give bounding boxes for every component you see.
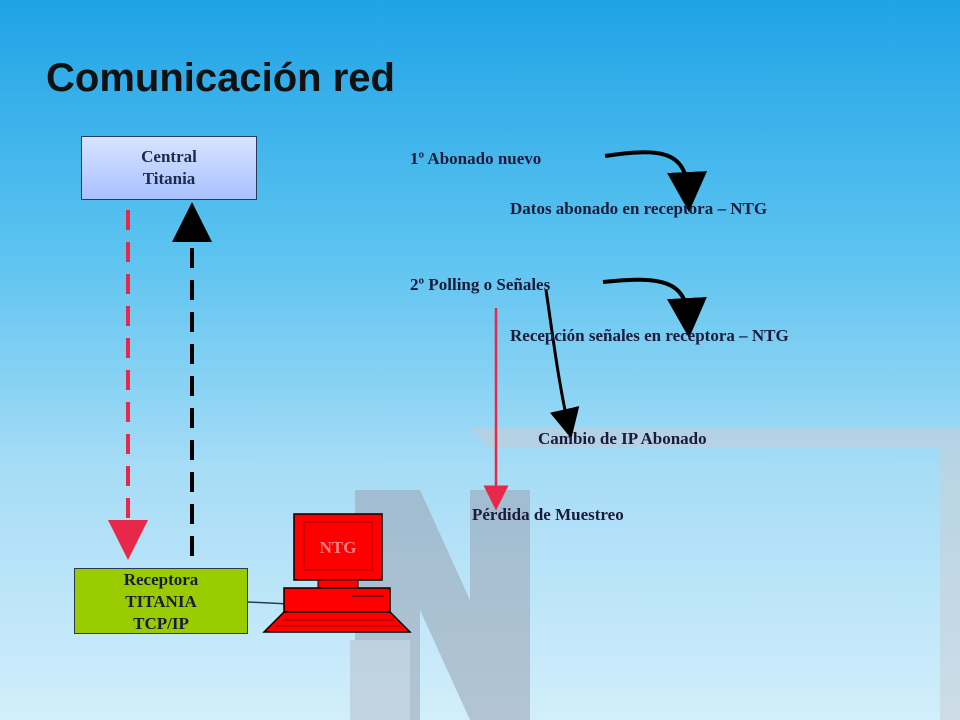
step4-label: Pérdida de Muestreo (472, 505, 624, 524)
central-titania-box: Central Titania (81, 136, 257, 200)
computer-icon (262, 513, 412, 633)
step1-label: 1º Abonado nuevo (410, 149, 542, 168)
arrow-cambio-ip (544, 289, 580, 439)
receptora-line3: TCP/IP (133, 614, 189, 633)
computer-label: NTG (319, 538, 357, 557)
central-line1: Central (141, 147, 197, 166)
step2-result: Recepción señales en receptora – NTG (510, 326, 789, 345)
network-cable (247, 601, 291, 605)
step1-result: Datos abonado en receptora – NTG (510, 199, 768, 218)
step3-label: Cambio de IP Abonado (538, 429, 707, 448)
logo-n-watermark (350, 428, 960, 720)
central-line2: Titania (142, 169, 196, 188)
step2-label: 2º Polling o Señales (410, 275, 551, 294)
arrow-step1 (604, 150, 708, 212)
page-title: Comunicación red (46, 56, 395, 100)
receptora-line2: TITANIA (125, 592, 197, 611)
receptora-box: Receptora TITANIA TCP/IP (74, 568, 248, 634)
arrow-step2 (602, 277, 707, 338)
receptora-line1: Receptora (123, 570, 199, 589)
